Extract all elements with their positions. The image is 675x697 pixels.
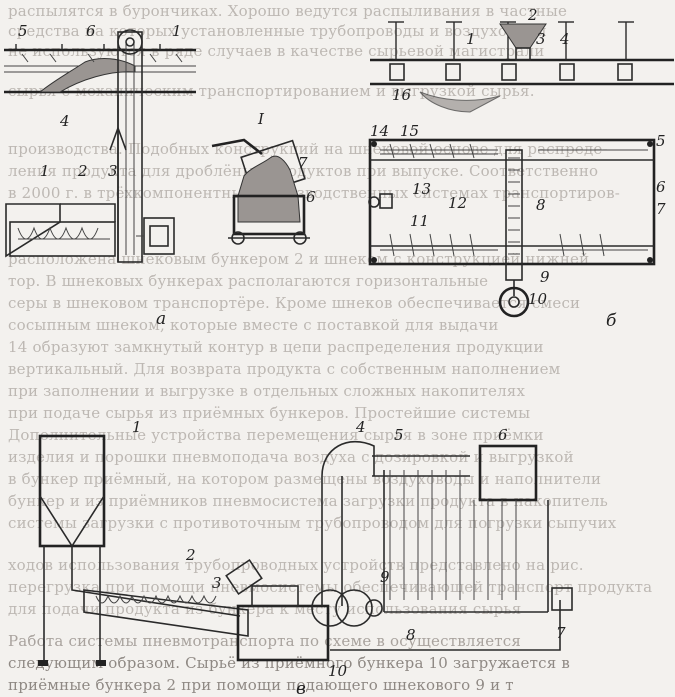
bleed-line: Дополнительные устройства перемещения сы… [8,426,544,444]
caption-b: б [606,311,617,331]
label: 6 [306,188,316,206]
label: 9 [380,568,390,586]
label: 10 [328,662,348,680]
label: 6 [656,178,666,196]
label: 7 [298,154,308,172]
label: 4 [355,418,366,436]
label: 8 [406,626,416,644]
label: 1 [172,22,182,40]
label: 9 [540,268,550,286]
bleed-line: изделия и порошки пневмоподача воздуха с… [8,448,574,466]
conical-hopper-icon [499,23,547,61]
figure-a: 5 6 1 4 1 2 3 7 6 I а [4,22,316,329]
bleed-line: тор. В шнековых бункерах располагаются г… [8,272,489,290]
label: 6 [498,426,508,444]
label: 13 [412,180,431,198]
bleed-line: при подаче сырья из приёмных бункеров. П… [8,404,531,422]
bleed-line: перегрузка при помощи пневмосистемы обес… [8,578,653,596]
label: 8 [536,196,546,214]
figure-v: 1 2 3 4 5 6 7 8 9 10 в [38,418,573,697]
bleed-line: Работа системы пневмотранспорта по схеме… [8,632,522,650]
label: 1 [466,30,476,48]
bleed-line: приёмные бункера 2 при помощи подающего … [8,676,514,694]
bleed-line: для подачи продукта из бункера к месту и… [8,600,522,618]
label: 3 [108,162,118,180]
screw-feeder [5,203,116,258]
hopper-detail-I [211,138,310,245]
label: 5 [656,132,666,150]
label: 11 [410,212,429,230]
bleed-line: при заполнении и выгрузке в отдельных сл… [8,382,526,400]
label: 6 [86,22,96,40]
bleed-line: вертикальный. Для возврата продукта с со… [8,360,561,378]
bleed-line: ходов использования трубопроводных устро… [8,556,584,574]
label: 10 [528,290,548,308]
label: 7 [556,624,566,642]
label: 5 [394,426,404,444]
label: 1 [132,418,142,436]
label: 16 [392,86,412,104]
bleed-line: в бункер приёмный, на котором размещены … [8,470,602,488]
label: 7 [656,200,666,218]
label: 3 [212,574,222,592]
electric-motor-icon [136,217,175,255]
bucket-elevator-icon [109,29,143,263]
upper-conveyor [4,44,196,94]
label: 14 [370,122,389,140]
label: 4 [59,112,70,130]
label: 5 [18,22,28,40]
bleed-line: серы в шнековом транспортёре. Кроме шнек… [8,294,581,312]
label: 12 [448,194,467,212]
bleed-line: распылятся в бурончиках. Хорошо ведутся … [8,2,568,20]
label: 2 [77,162,88,180]
label: 1 [40,162,50,180]
label: 4 [559,30,570,48]
bleed-line: в 2000 г. в трёхкомпонентных производств… [8,184,621,202]
figure-b-plan: 14 15 5 13 12 11 8 6 7 9 10 б [368,122,666,331]
figure-b-top: 2 1 3 4 16 [370,6,674,113]
label: 3 [536,30,546,48]
bleed-line: системы загрузки с противоточным трубопр… [8,514,617,532]
bleed-line: 14 образуют замкнутый контур в цепи расп… [8,338,544,356]
bleed-line: сосыпным шнеком, которые вместе с постав… [8,316,499,334]
bleed-line: сырья с механическим транспортированием … [8,82,535,100]
caption-v: в [296,679,306,697]
label: 15 [400,122,419,140]
label: 2 [527,6,538,24]
bleed-line: бункер и из приёмников пневмосистема заг… [8,492,608,510]
fan-blower-icon [311,589,373,627]
bleed-line: следующим образом. Сырьё из приёмного бу… [8,654,571,672]
callout-label: I [257,110,265,128]
labels-fig-a: 5 6 1 4 1 2 3 7 6 I а [18,22,316,329]
label: 2 [185,546,196,564]
caption-a: а [156,309,166,329]
